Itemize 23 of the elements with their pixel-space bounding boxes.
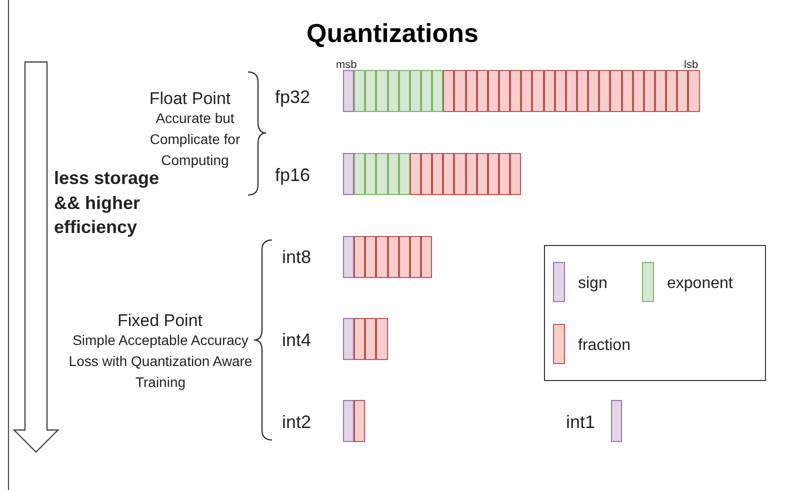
bit-bar xyxy=(343,236,432,278)
group-description: Simple Acceptable Accuracy Loss with Quantization Aware Training xyxy=(68,331,253,392)
bit-bar xyxy=(343,400,366,442)
bit-bar xyxy=(611,400,622,442)
format-label: fp16 xyxy=(275,164,310,187)
format-label: fp32 xyxy=(275,86,310,109)
legend-label: fraction xyxy=(578,336,630,356)
bit-order-label: msb xyxy=(336,58,357,73)
title: Quantizations xyxy=(306,17,480,50)
bit-bar xyxy=(343,153,522,195)
group-description: Accurate but Complicate for Computing xyxy=(148,109,242,170)
trend-label: less storage && higher efficiency xyxy=(54,167,160,239)
format-label: int2 xyxy=(282,411,312,434)
legend-label: exponent xyxy=(667,274,733,294)
format-label: int4 xyxy=(282,329,312,352)
bit-bar xyxy=(343,318,388,360)
legend-label: sign xyxy=(578,274,608,294)
group-heading: Float Point xyxy=(148,88,232,110)
bit-order-label: lsb xyxy=(684,58,698,73)
format-label: int8 xyxy=(282,246,312,269)
format-label: int1 xyxy=(566,411,596,434)
group-heading: Fixed Point xyxy=(116,310,204,332)
bit-bar xyxy=(343,70,700,112)
